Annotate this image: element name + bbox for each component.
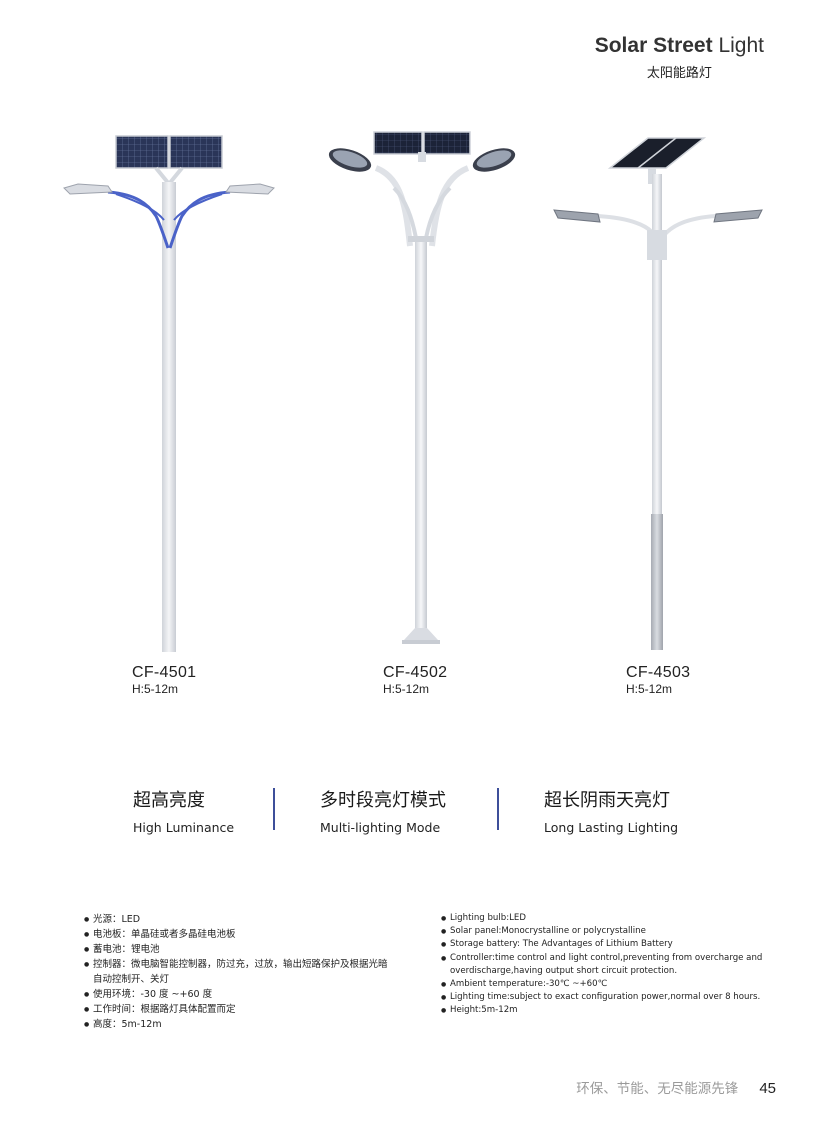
specs-list-en: Lighting bulb:LED Solar panel:Monocrysta… (441, 912, 781, 1018)
feature-multi-lighting: 多时段亮灯模式 Multi-lighting Mode (320, 786, 446, 835)
product-label-1: CF-4501 H:5-12m (132, 664, 196, 696)
page-header: Solar Street Light 太阳能路灯 (595, 34, 764, 81)
spec-item: 蓄电池：锂电池 (84, 942, 394, 957)
spec-item: 工作时间：根据路灯具体配置而定 (84, 1002, 394, 1017)
spec-item: Lighting time:subject to exact configura… (441, 991, 781, 1004)
feature-en: Multi-lighting Mode (320, 820, 441, 835)
feature-en: Long Lasting Lighting (544, 820, 679, 835)
product-code: CF-4501 (132, 664, 197, 681)
product-height: H:5-12m (383, 682, 430, 696)
feature-row: 超高亮度 High Luminance 多时段亮灯模式 Multi-lighti… (0, 786, 828, 836)
spec-item: Storage battery: The Advantages of Lithi… (441, 938, 781, 951)
feature-en: High Luminance (133, 820, 235, 835)
feature-cn: 超高亮度 (133, 790, 205, 811)
lamp-image-cf4502 (322, 128, 522, 654)
feature-cn: 超长阴雨天亮灯 (544, 790, 670, 811)
page-number: 45 (759, 1080, 776, 1097)
spec-item: 使用环境：-30 度 ~+60 度 (84, 987, 394, 1002)
page-footer: 环保、节能、无尽能源先锋 45 (576, 1077, 776, 1097)
product-height: H:5-12m (626, 682, 673, 696)
spec-item: 光源：LED (84, 912, 394, 927)
spec-item: 电池板：单晶硅或者多晶硅电池板 (84, 927, 394, 942)
feature-divider (273, 788, 275, 830)
product-label-3: CF-4503 H:5-12m (626, 664, 690, 696)
spec-item: Lighting bulb:LED (441, 912, 781, 925)
product-height: H:5-12m (132, 682, 179, 696)
feature-divider (497, 788, 499, 830)
page-subtitle: 太阳能路灯 (646, 66, 712, 81)
title-rest: Light (718, 34, 764, 57)
product-code: CF-4503 (626, 664, 691, 681)
feature-cn: 多时段亮灯模式 (320, 790, 446, 811)
spec-item: Controller:time control and light contro… (441, 952, 781, 978)
spec-item: Height:5m-12m (441, 1004, 781, 1017)
spec-item: 高度：5m-12m (84, 1017, 394, 1032)
feature-long-lasting: 超长阴雨天亮灯 Long Lasting Lighting (544, 786, 678, 835)
product-label-2: CF-4502 H:5-12m (383, 664, 447, 696)
lamp-image-cf4503 (548, 134, 768, 654)
lamp-image-cf4501 (56, 132, 286, 654)
feature-high-luminance: 超高亮度 High Luminance (133, 786, 234, 835)
spec-item: Solar panel:Monocrystalline or polycryst… (441, 925, 781, 938)
spec-item: 控制器：微电脑智能控制器，防过充，过放，输出短路保护及根据光暗自动控制开、关灯 (84, 957, 394, 987)
product-code: CF-4502 (383, 664, 448, 681)
page-title: Solar Street Light (595, 34, 764, 58)
specs-list-cn: 光源：LED 电池板：单晶硅或者多晶硅电池板 蓄电池：锂电池 控制器：微电脑智能… (84, 912, 394, 1032)
footer-slogan: 环保、节能、无尽能源先锋 (576, 1081, 739, 1097)
spec-item: Ambient temperature:-30℃ ~+60℃ (441, 978, 781, 991)
title-bold: Solar Street (594, 34, 713, 57)
